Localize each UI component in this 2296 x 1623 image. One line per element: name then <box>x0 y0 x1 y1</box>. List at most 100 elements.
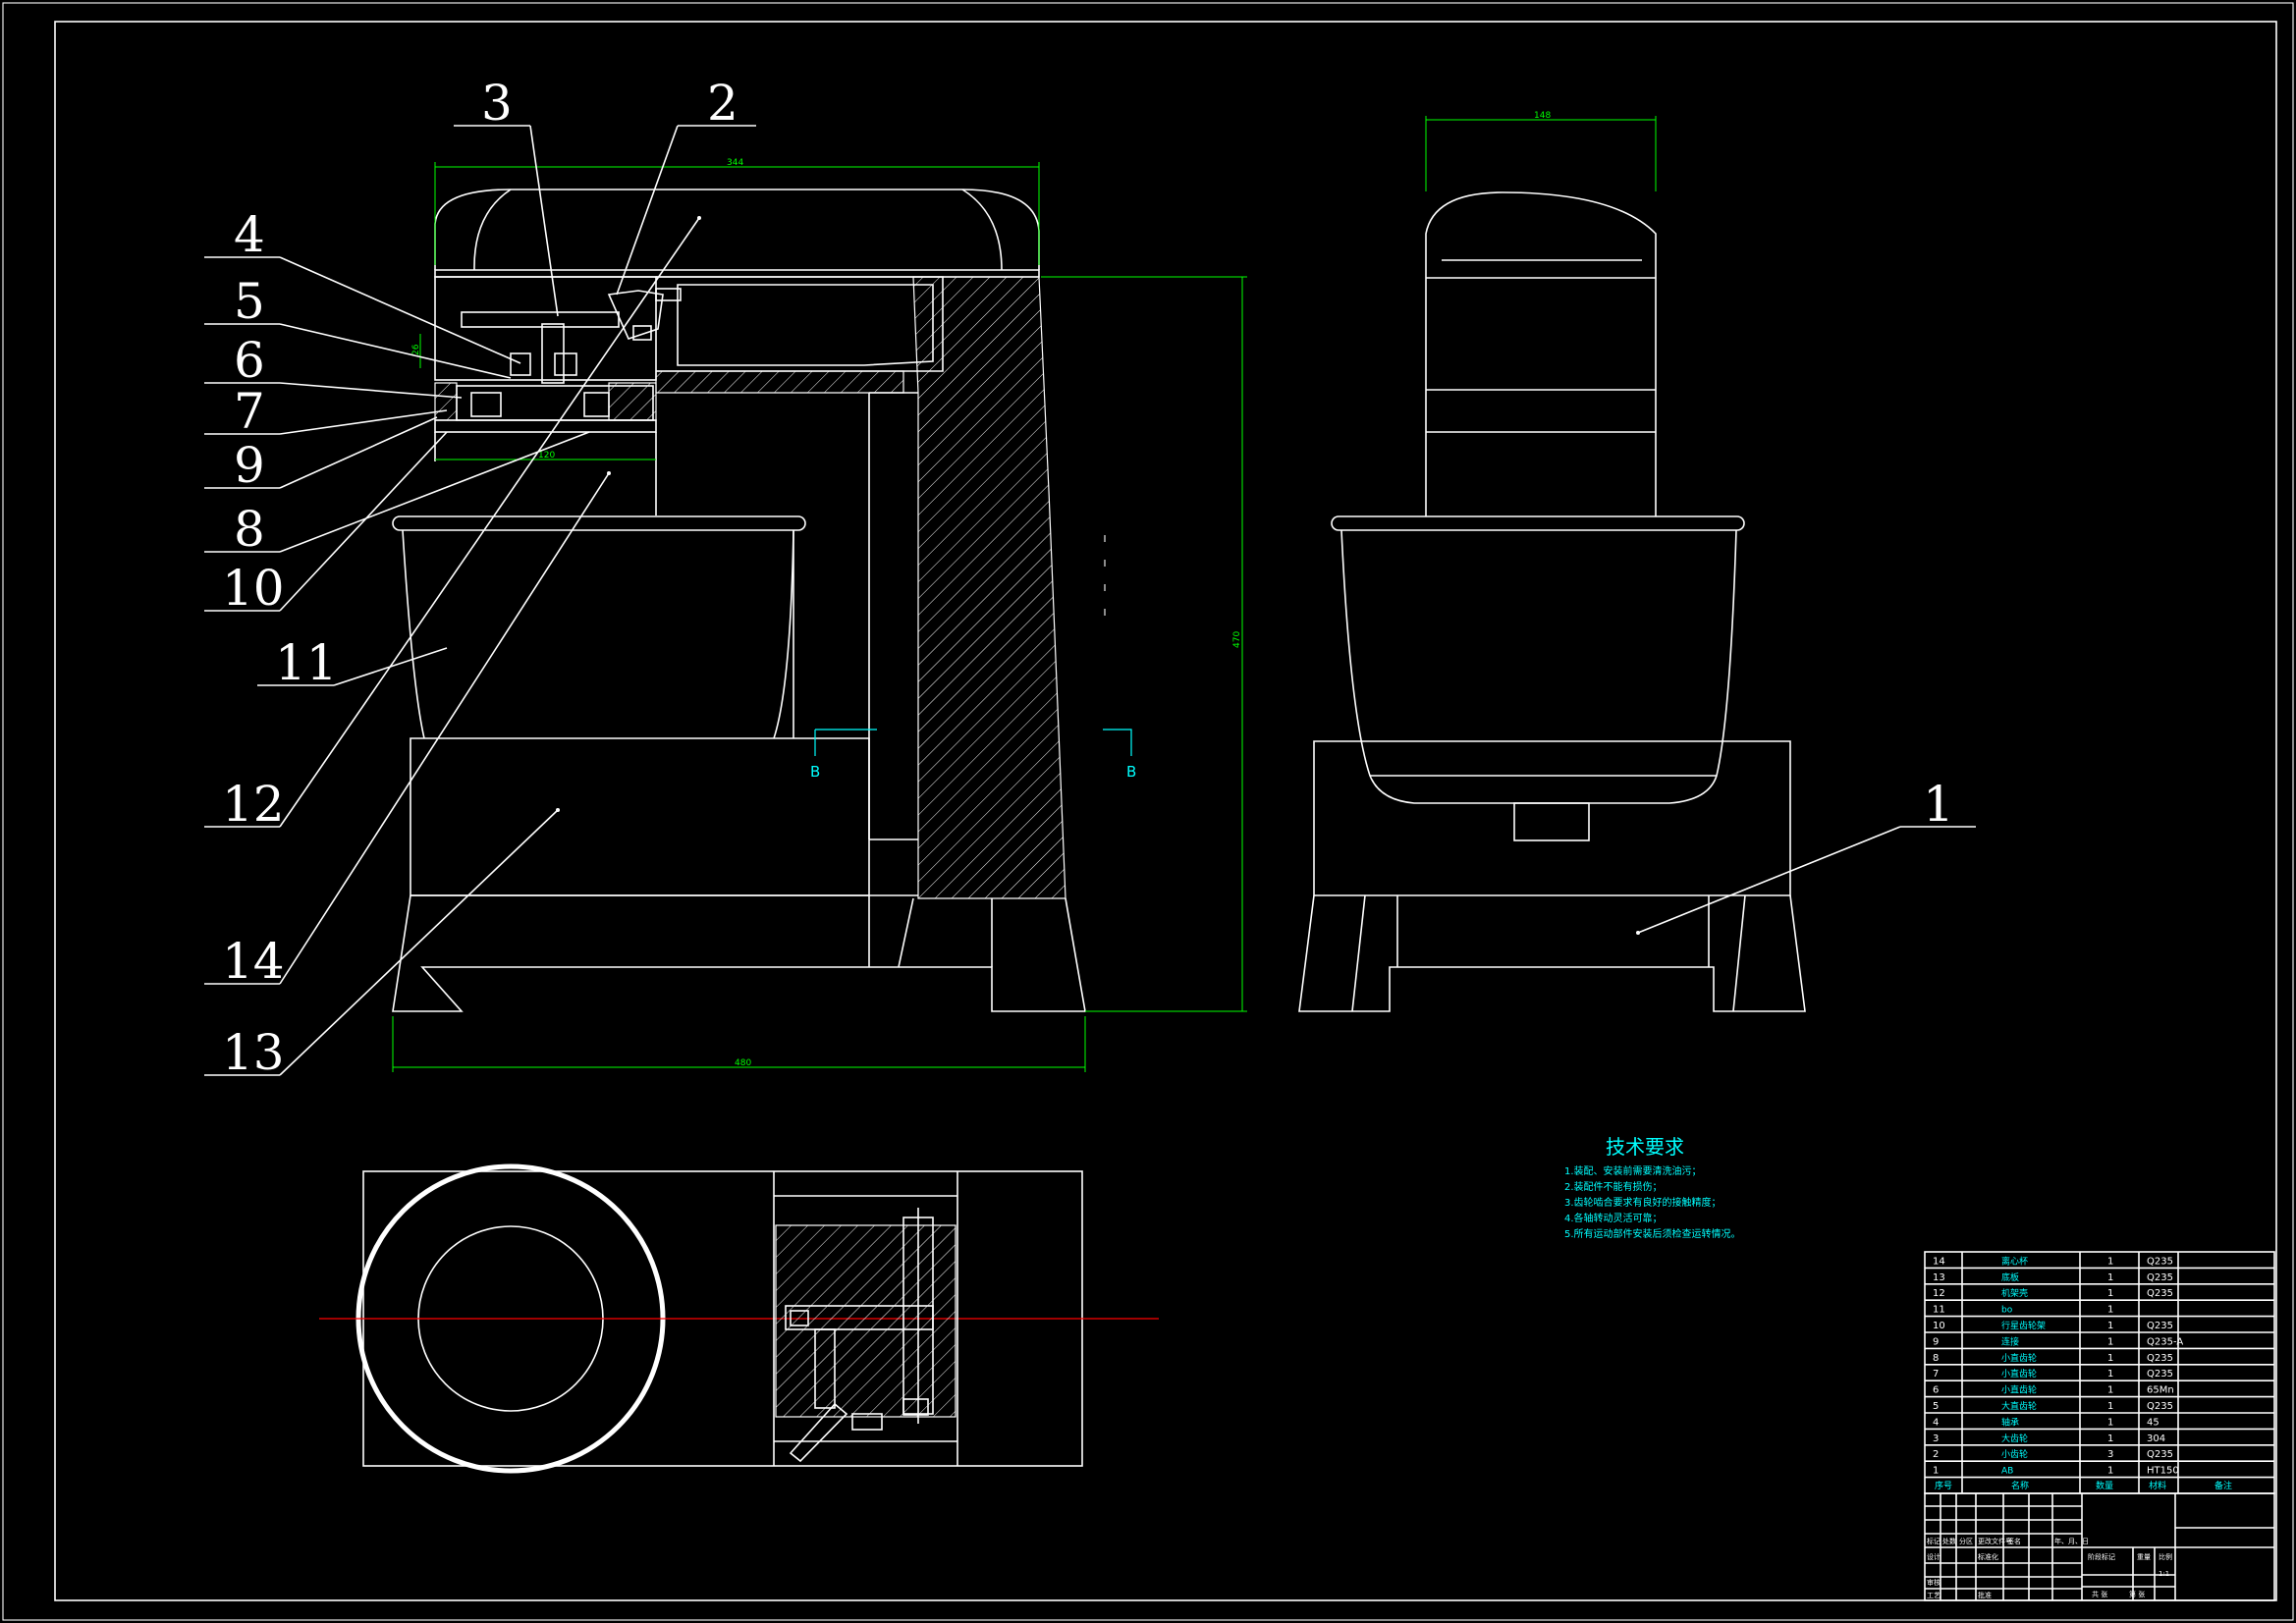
bom-cell-qty: 1 <box>2107 1466 2113 1477</box>
balloon-numbers: 3 2 4 5 6 7 9 8 10 11 12 14 13 1 <box>222 75 1954 1081</box>
tech-title: 技术要求 <box>1606 1135 1684 1159</box>
tb-label-count: 处数 <box>1942 1537 1956 1545</box>
bom-cell-qty: 1 <box>2107 1321 2113 1331</box>
tb-label-sign: 签名 <box>2007 1537 2021 1545</box>
bom-cell-name: 小直齿轮 <box>2001 1368 2037 1380</box>
tb-label-zone: 分区 <box>1959 1537 1973 1545</box>
bom-cell-qty: 1 <box>2107 1401 2113 1412</box>
bom-cell-qty: 1 <box>2107 1336 2113 1347</box>
bom-header-material: 材料 <box>2149 1480 2166 1491</box>
bom-cell-no: 7 <box>1933 1369 1939 1380</box>
tb-label-weight: 重量 <box>2137 1553 2151 1561</box>
bom-header-name: 名称 <box>2011 1480 2029 1491</box>
bom-cell-material: HT150 <box>2147 1466 2179 1477</box>
bom-cell-no: 4 <box>1933 1417 1939 1428</box>
balloon-14: 14 <box>222 933 285 990</box>
tb-label-sheets: 共 张 <box>2092 1590 2107 1598</box>
bom-cell-qty: 1 <box>2107 1369 2113 1380</box>
balloon-8: 8 <box>234 501 265 558</box>
bom-cell-no: 14 <box>1933 1256 1945 1267</box>
tb-label-standard: 标准化 <box>1978 1552 1998 1561</box>
bom-header-no: 序号 <box>1935 1480 1952 1491</box>
bom-cell-qty: 1 <box>2107 1434 2113 1444</box>
bom-cell-material: 65Mn <box>2147 1385 2174 1396</box>
bom-cell-name: 小直齿轮 <box>2001 1384 2037 1396</box>
bom-cell-material: Q235 <box>2147 1353 2173 1364</box>
dim-total-height: 470 <box>1232 631 1242 648</box>
bom-cell-material: Q235-A <box>2147 1336 2183 1347</box>
bom-cell-name: 机架壳 <box>2001 1287 2028 1299</box>
tb-label-scale: 比例 <box>2159 1552 2172 1561</box>
balloon-5: 5 <box>234 273 265 330</box>
bom-cell-qty: 1 <box>2107 1272 2113 1283</box>
bom-cell-material: Q235 <box>2147 1288 2173 1299</box>
bom-cell-material: Q235 <box>2147 1401 2173 1412</box>
bom-cell-qty: 1 <box>2107 1288 2113 1299</box>
balloon-9: 9 <box>234 437 265 494</box>
bom-cell-name: 大齿轮 <box>2001 1433 2028 1444</box>
tb-scale-value: 1:1 <box>2159 1570 2169 1578</box>
dim-base-width: 480 <box>735 1058 751 1068</box>
bom-cell-no: 12 <box>1933 1288 1945 1299</box>
tb-label-change: 更改文件号 <box>1978 1537 2012 1545</box>
side-view: 148 <box>1298 111 1806 1012</box>
bom-cell-material: Q235 <box>2147 1321 2173 1331</box>
bom-cell-name: 连接 <box>2001 1335 2019 1347</box>
bom-cell-name: 离心杯 <box>2001 1255 2028 1267</box>
bom-cell-name: 大直齿轮 <box>2001 1400 2037 1412</box>
tb-label-date: 年、月、日 <box>2054 1537 2089 1545</box>
balloon-11: 11 <box>275 634 338 691</box>
bom-cell-qty: 1 <box>2107 1256 2113 1267</box>
balloon-7: 7 <box>234 383 265 440</box>
balloon-3: 3 <box>481 75 513 132</box>
tech-item-3: 3.齿轮啮合要求有良好的接触精度； <box>1564 1196 1722 1209</box>
bom-cell-no: 11 <box>1933 1305 1945 1316</box>
drawing-frame <box>54 21 2277 1601</box>
bom-cell-no: 6 <box>1933 1385 1939 1396</box>
bom-cell-qty: 1 <box>2107 1353 2113 1364</box>
tech-item-5: 5.所有运动部件安装后须检查运转情况。 <box>1564 1227 1741 1240</box>
bom-cell-qty: 1 <box>2107 1417 2113 1428</box>
bom-cell-material: Q235 <box>2147 1272 2173 1283</box>
balloon-leaders <box>204 125 1976 1076</box>
bom-cell-material: Q235 <box>2147 1449 2173 1460</box>
bom-cell-material: Q235 <box>2147 1369 2173 1380</box>
tb-label-approve: 批准 <box>1978 1591 1992 1599</box>
bom-cell-no: 9 <box>1933 1336 1939 1347</box>
tb-label-mark: 标记 <box>1927 1537 1941 1545</box>
bom-cell-name: 底板 <box>2001 1271 2019 1283</box>
bom-cell-qty: 1 <box>2107 1385 2113 1396</box>
bom-cell-material: 304 <box>2147 1434 2165 1444</box>
dim-small-left: 26 <box>411 344 421 355</box>
bom-cell-name: 小直齿轮 <box>2001 1352 2037 1364</box>
bom-cell-qty: 1 <box>2107 1305 2113 1316</box>
bom-cell-qty: 3 <box>2107 1449 2113 1460</box>
section-mark-left: B <box>810 763 820 781</box>
balloon-2: 2 <box>707 75 738 132</box>
section-b-view <box>319 1163 1159 1474</box>
bom-cell-name: 小齿轮 <box>2001 1448 2028 1460</box>
bom-cell-no: 2 <box>1933 1449 1939 1460</box>
bom-cell-no: 5 <box>1933 1401 1939 1412</box>
balloon-4: 4 <box>234 206 265 263</box>
bom-cell-no: 1 <box>1933 1466 1939 1477</box>
bom-cell-no: 13 <box>1933 1272 1945 1283</box>
dim-gear-width: 120 <box>538 451 555 460</box>
dimension-lines: 344 470 480 120 26 <box>392 158 1247 1072</box>
dim-head-width: 344 <box>727 158 743 168</box>
technical-requirements: 技术要求 1.装配、安装前需要清洗油污； 2.装配件不能有损伤； 3.齿轮啮合要… <box>1564 1135 1741 1240</box>
balloon-6: 6 <box>234 332 265 389</box>
tech-item-1: 1.装配、安装前需要清洗油污； <box>1564 1164 1702 1177</box>
balloon-1: 1 <box>1923 776 1954 833</box>
bom-cell-no: 10 <box>1933 1321 1945 1331</box>
bom-cell-name: 行星齿轮架 <box>2001 1320 2046 1331</box>
bom-cell-name: AB <box>2001 1467 2013 1477</box>
section-mark-right: B <box>1126 763 1136 781</box>
bom-cell-no: 3 <box>1933 1434 1939 1444</box>
balloon-10: 10 <box>222 560 285 617</box>
balloon-13: 13 <box>222 1024 285 1081</box>
bom-cell-name: bo <box>2001 1306 2013 1316</box>
bom-cell-material: Q235 <box>2147 1256 2173 1267</box>
